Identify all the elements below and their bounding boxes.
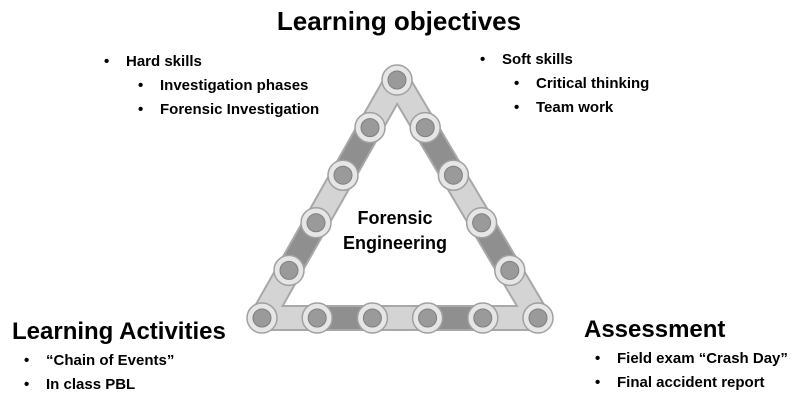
bullet-icon: • xyxy=(514,99,520,116)
hard-skill-subitem: • Forensic Investigation xyxy=(138,98,320,122)
assessment-title: Assessment xyxy=(584,316,726,343)
chain-pin xyxy=(360,118,380,138)
soft-skill-text: Critical thinking xyxy=(536,75,650,92)
chain-pin xyxy=(362,308,382,328)
center-label-forensic: Forensic xyxy=(357,208,433,228)
hard-skills-item: • Hard skills • Investigation phases • For… xyxy=(104,50,320,122)
bullet-icon: • xyxy=(24,376,30,393)
bullet-icon: • xyxy=(138,77,144,94)
hard-skills-label: Hard skills xyxy=(126,53,202,70)
learning-activities-title: Learning Activities xyxy=(12,318,226,345)
soft-skills-label: Soft skills xyxy=(502,51,573,68)
activity-text: In class PBL xyxy=(46,376,136,393)
soft-skill-subitem: • Critical thinking xyxy=(514,72,650,96)
assessment-list: • Field exam “Crash Day” • Final accident … xyxy=(595,347,788,395)
chain-pin xyxy=(387,70,407,90)
chain-pin xyxy=(418,308,438,328)
hard-skill-text: Forensic Investigation xyxy=(160,101,320,118)
assessment-item: • Field exam “Crash Day” xyxy=(595,347,788,371)
bullet-icon: • xyxy=(595,350,601,367)
bullet-icon: • xyxy=(24,352,30,369)
bullet-icon: • xyxy=(480,51,486,68)
chain-pin xyxy=(279,260,299,280)
activity-text: “Chain of Events” xyxy=(46,352,175,369)
chain-pin xyxy=(415,118,435,138)
soft-skills-list: • Soft skills • Critical thinking • Team w… xyxy=(480,48,650,120)
learning-activities-list: • “Chain of Events” • In class PBL xyxy=(24,349,175,397)
chain-pin xyxy=(473,308,493,328)
hard-skill-text: Investigation phases xyxy=(160,77,309,94)
chain-pin xyxy=(472,213,492,233)
soft-skill-subitem: • Team work xyxy=(514,96,649,120)
bullet-icon: • xyxy=(514,75,520,92)
chain-pin xyxy=(443,165,463,185)
chain-pin xyxy=(500,260,520,280)
assessment-text: Field exam “Crash Day” xyxy=(617,350,788,367)
activity-item: • “Chain of Events” xyxy=(24,349,175,373)
bullet-icon: • xyxy=(138,101,144,118)
assessment-item: • Final accident report xyxy=(595,371,788,395)
chain-pin xyxy=(307,308,327,328)
chain-pin xyxy=(333,165,353,185)
hard-skill-subitem: • Investigation phases xyxy=(138,74,319,98)
chain-pin xyxy=(252,308,272,328)
learning-objectives-title: Learning objectives xyxy=(276,6,522,36)
activity-item: • In class PBL xyxy=(24,373,174,397)
chain-pin xyxy=(528,308,548,328)
center-label-engineering: Engineering xyxy=(342,233,447,253)
chain-pin xyxy=(306,213,326,233)
hard-skills-list: • Hard skills • Investigation phases • For… xyxy=(104,50,320,122)
bullet-icon: • xyxy=(104,53,110,70)
assessment-text: Final accident report xyxy=(617,374,765,391)
soft-skills-item: • Soft skills • Critical thinking • Team w… xyxy=(480,48,650,120)
bullet-icon: • xyxy=(595,374,601,391)
soft-skill-text: Team work xyxy=(536,99,614,116)
